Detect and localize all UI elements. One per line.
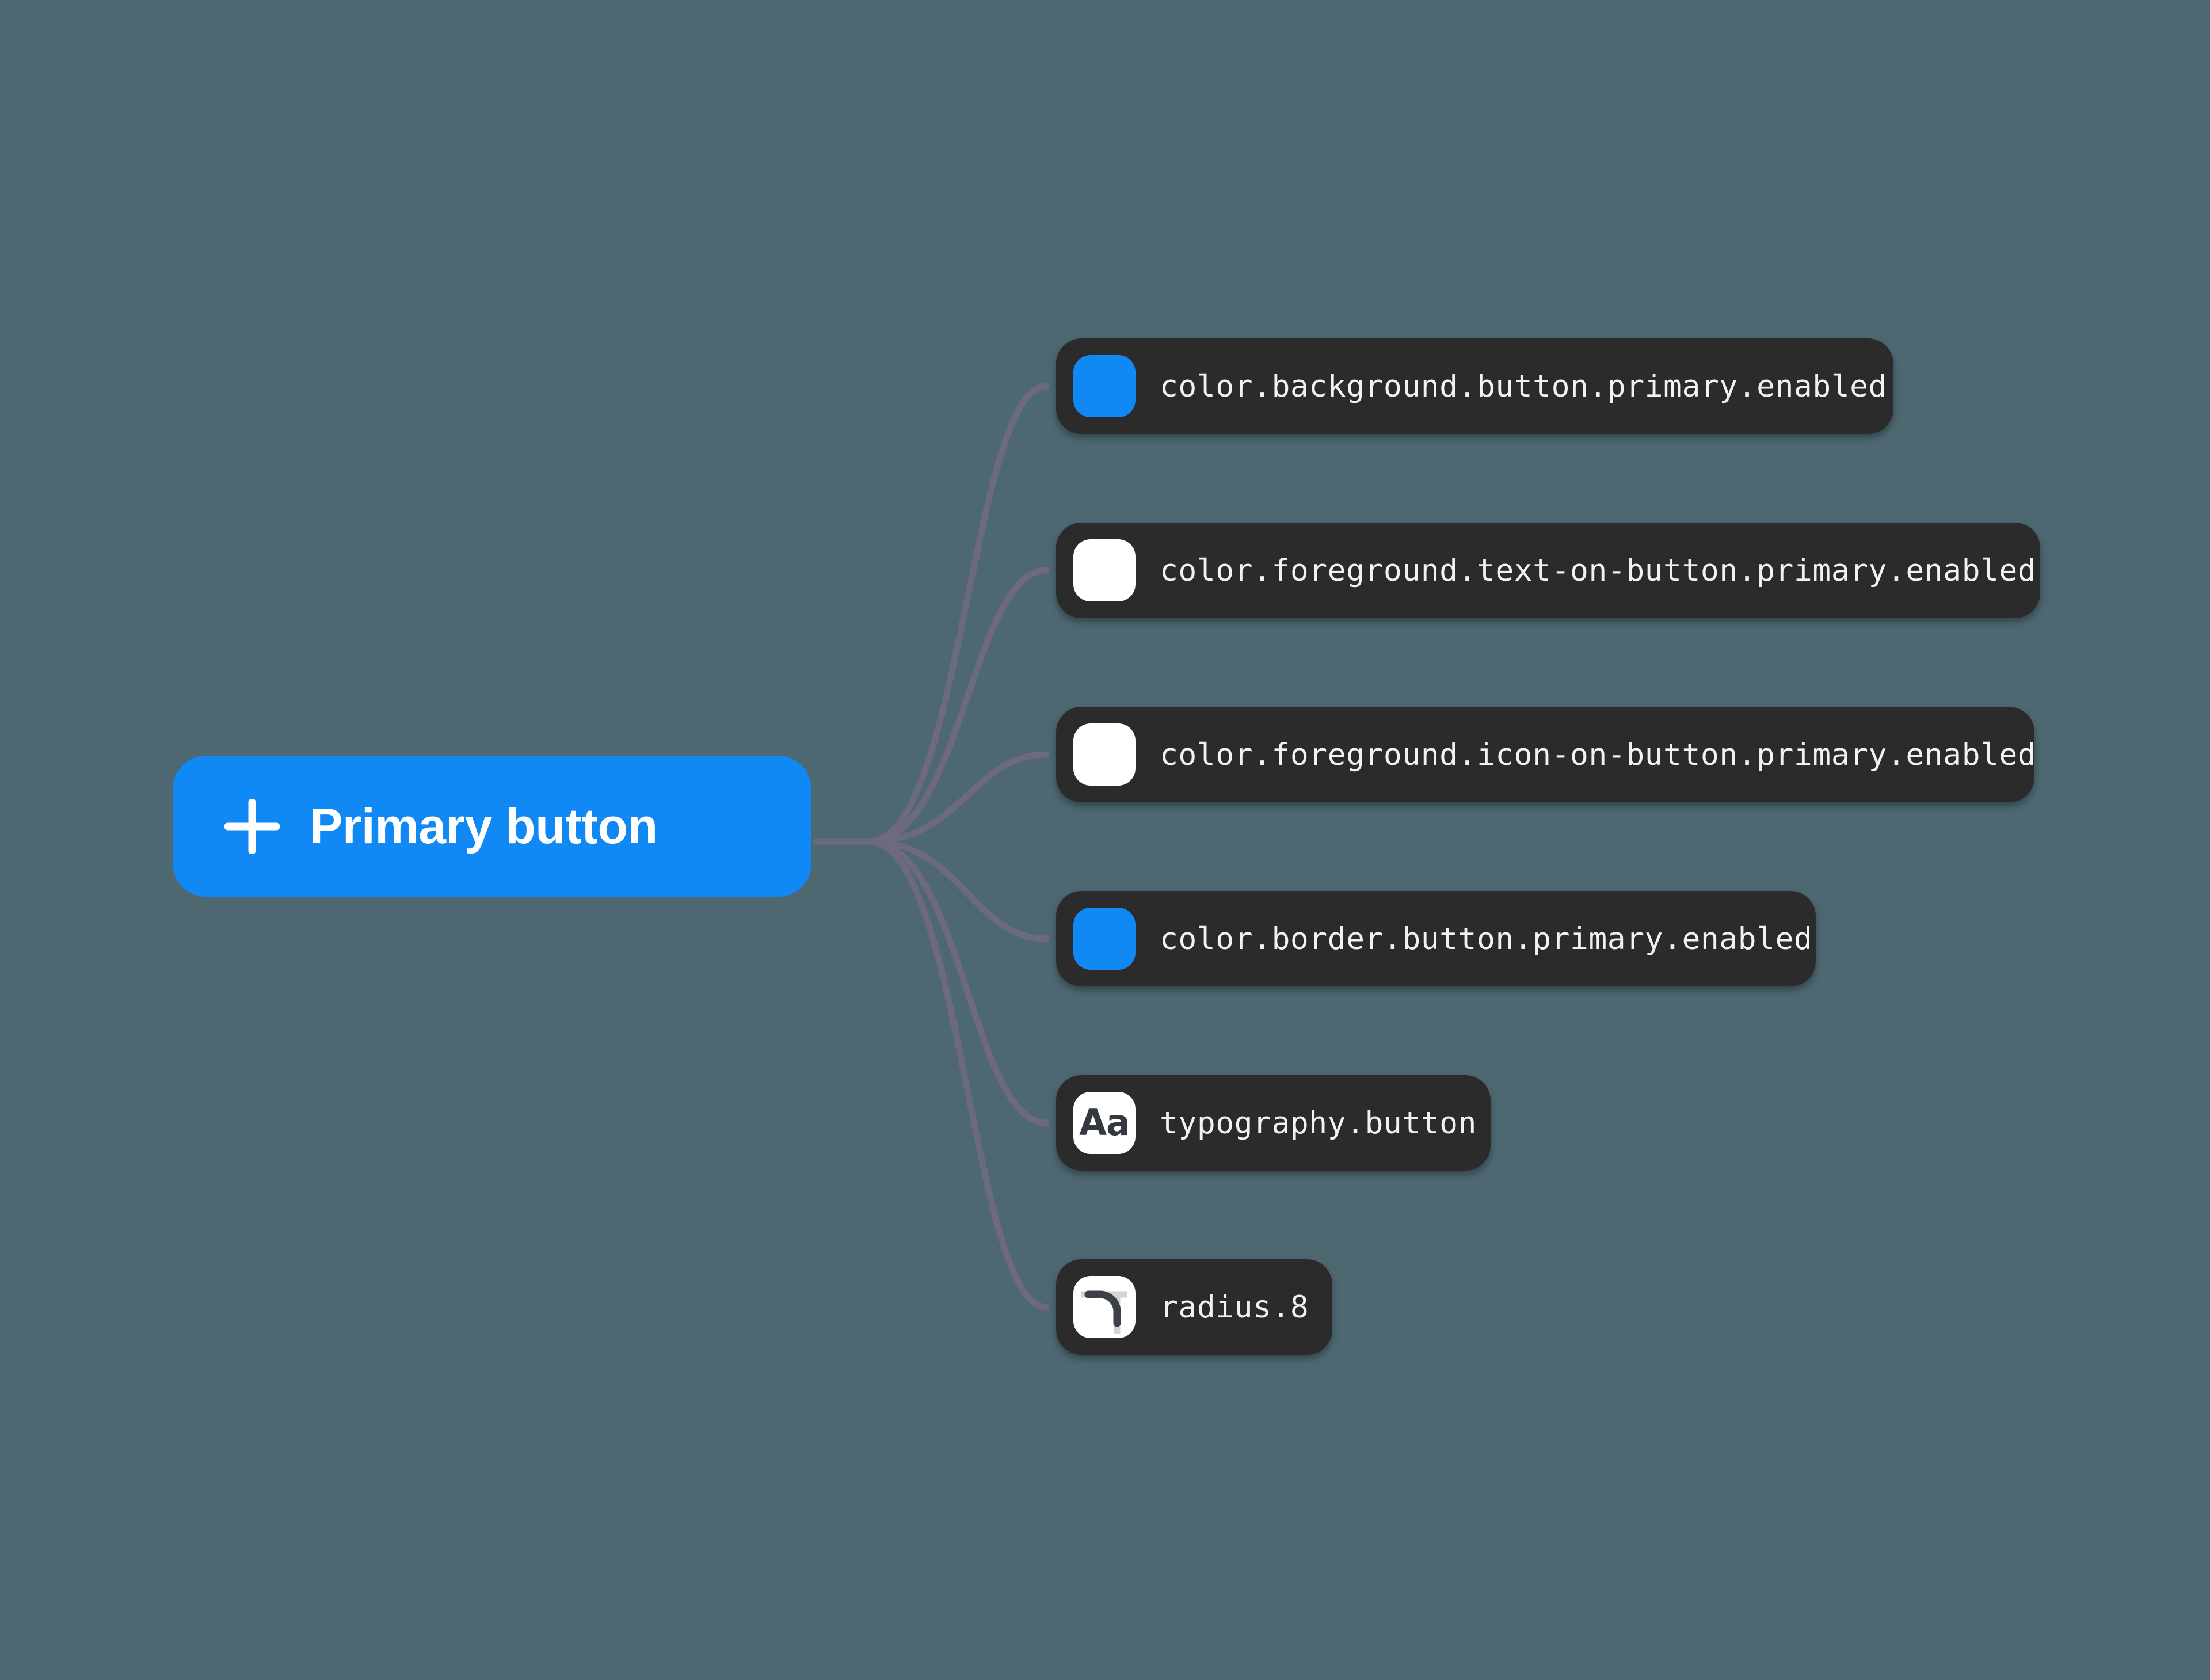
typography-swatch: Aa xyxy=(1073,1092,1136,1154)
color-swatch xyxy=(1073,908,1136,970)
color-swatch xyxy=(1073,539,1136,601)
aa-icon: Aa xyxy=(1079,1102,1130,1144)
token-name-label: color.foreground.text-on-button.primary.… xyxy=(1160,553,2037,588)
token-card[interactable]: color.foreground.text-on-button.primary.… xyxy=(1056,523,2040,618)
component-node-label: Primary button xyxy=(310,798,658,854)
token-card[interactable]: radius.8 xyxy=(1056,1259,1332,1355)
token-card[interactable]: color.foreground.icon-on-button.primary.… xyxy=(1056,707,2037,802)
token-name-label: radius.8 xyxy=(1160,1289,1309,1325)
color-swatch xyxy=(1073,723,1136,786)
radius-swatch xyxy=(1073,1276,1136,1338)
token-name-label: color.border.button.primary.enabled xyxy=(1160,921,1813,957)
component-node-primary-button[interactable]: Primary button xyxy=(173,756,811,897)
token-name-label: color.foreground.icon-on-button.primary.… xyxy=(1160,737,2037,772)
token-name-label: typography.button xyxy=(1160,1105,1477,1141)
plus-icon xyxy=(224,798,280,854)
token-card[interactable]: color.background.button.primary.enabled xyxy=(1056,338,1893,434)
token-name-label: color.background.button.primary.enabled xyxy=(1160,368,1887,404)
corner-radius-icon xyxy=(1081,1290,1127,1334)
token-card[interactable]: Aa typography.button xyxy=(1056,1075,1491,1171)
color-swatch xyxy=(1073,355,1136,417)
token-card[interactable]: color.border.button.primary.enabled xyxy=(1056,891,1816,986)
